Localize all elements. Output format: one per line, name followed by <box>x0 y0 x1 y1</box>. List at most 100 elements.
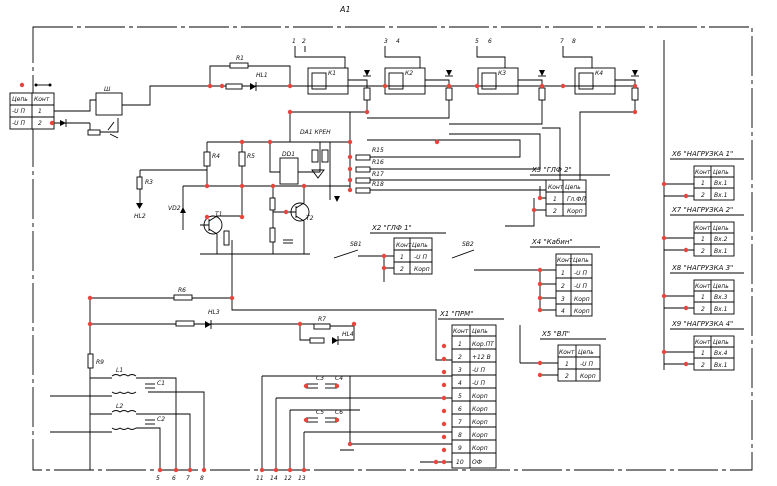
svg-text:VD2: VD2 <box>168 205 181 212</box>
svg-text:2: 2 <box>458 354 462 361</box>
x1-header-1: Цепь <box>12 96 28 103</box>
svg-text:R3: R3 <box>145 179 153 186</box>
svg-text:2: 2 <box>561 283 565 290</box>
svg-text:Конт: Конт <box>695 225 711 232</box>
svg-text:Цепь: Цепь <box>578 349 594 356</box>
svg-text:+12 В: +12 В <box>472 354 491 361</box>
transformer-label: L2 <box>116 403 123 410</box>
transformer-label: L1 <box>116 367 123 374</box>
svg-text:R6: R6 <box>178 287 186 294</box>
svg-text:ОФ: ОФ <box>472 459 482 466</box>
svg-text:8: 8 <box>572 38 576 45</box>
chip-dd1 <box>279 157 299 185</box>
svg-text:7: 7 <box>560 38 564 45</box>
svg-text:1: 1 <box>458 341 462 348</box>
svg-text:8: 8 <box>200 475 204 482</box>
svg-text:2: 2 <box>400 266 404 273</box>
svg-text:Ш: Ш <box>104 86 111 93</box>
svg-text:Вх.4: Вх.4 <box>714 350 728 357</box>
svg-text:Конт: Конт <box>695 283 711 290</box>
relay-label: К4 <box>595 70 603 77</box>
connector-x7: Х7 "НАГРУЗКА 2" Конт Цепь 1 Вх.2 2 Вх.1 <box>670 206 744 257</box>
svg-text:Корп: Корп <box>472 406 488 413</box>
svg-text:HL4: HL4 <box>342 331 354 338</box>
svg-text:-U П: -U П <box>580 361 593 368</box>
x2-title: Х2 "ГЛФ 1" <box>371 224 412 232</box>
connector-x1-prm: Конт Цепь 1 Кор.ПТ 2 +12 В 3 -U П 4 -U П… <box>451 324 497 469</box>
chip-label: DD1 <box>282 151 295 158</box>
svg-text:Цепь: Цепь <box>713 225 729 232</box>
connector-x6: Х6 "НАГРУЗКА 1" Конт Цепь 1 Вх.1 2 Вх.1 <box>670 150 744 201</box>
transistor-label: Т1 <box>215 211 222 218</box>
connector-x3: Конт Цепь 1 Гл.ФЛ 2 Корп <box>545 179 587 217</box>
svg-text:-U П: -U П <box>472 380 485 387</box>
svg-text:Вх.1: Вх.1 <box>714 180 727 187</box>
svg-text:1: 1 <box>292 38 296 45</box>
svg-text:3: 3 <box>561 296 565 303</box>
svg-text:-U П: -U П <box>414 254 427 261</box>
transformer-l2: L2 <box>111 403 137 430</box>
svg-text:Цепь: Цепь <box>412 242 428 249</box>
svg-text:8: 8 <box>458 432 462 439</box>
svg-text:R16: R16 <box>372 159 384 166</box>
svg-text:1: 1 <box>701 180 705 187</box>
svg-text:Гл.ФЛ: Гл.ФЛ <box>567 196 586 203</box>
svg-text:Корп: Корп <box>414 266 430 273</box>
svg-text:Корп: Корп <box>574 296 590 303</box>
x1-cell: -U П <box>12 108 25 115</box>
svg-text:Корп: Корп <box>580 373 596 380</box>
svg-text:6: 6 <box>458 406 462 413</box>
x1-cell: 2 <box>38 120 42 127</box>
svg-text:2: 2 <box>302 38 306 45</box>
svg-text:1: 1 <box>565 361 569 368</box>
svg-text:Вх.1: Вх.1 <box>714 306 727 313</box>
x4-title: Х4 "Кабин" <box>531 238 573 246</box>
svg-text:R17: R17 <box>372 171 384 178</box>
svg-text:Конт: Конт <box>695 339 711 346</box>
svg-text:5: 5 <box>156 475 160 482</box>
svg-text:C1: C1 <box>157 380 165 387</box>
board-frame <box>32 26 753 471</box>
svg-text:Корп: Корп <box>567 208 583 215</box>
bottom-pins: 5 6 7 8 11 14 12 13 <box>156 475 306 482</box>
svg-text:R18: R18 <box>372 181 384 188</box>
svg-text:1: 1 <box>400 254 404 261</box>
relay-label: К2 <box>405 70 413 77</box>
svg-text:C6: C6 <box>335 409 343 416</box>
svg-text:R1: R1 <box>236 55 244 62</box>
connector-x9: Х9 "НАГРУЗКА 4" Конт Цепь 1 Вх.4 2 Вх.1 <box>670 320 744 371</box>
svg-text:6: 6 <box>172 475 176 482</box>
svg-text:Цепь: Цепь <box>573 257 589 264</box>
svg-text:HL1: HL1 <box>256 72 268 79</box>
resistor-r1 <box>229 62 249 69</box>
x1p-title: Х1 "ПРМ" <box>439 310 473 318</box>
svg-text:1: 1 <box>701 236 705 243</box>
svg-text:11: 11 <box>256 475 264 482</box>
svg-text:10: 10 <box>456 459 464 466</box>
svg-text:-U П: -U П <box>574 270 587 277</box>
junction-dots <box>19 82 689 473</box>
transistor-t2: Т2 <box>286 202 314 222</box>
svg-text:5: 5 <box>475 38 479 45</box>
transistor-t1: Т1 <box>200 211 222 235</box>
svg-text:9: 9 <box>458 445 462 452</box>
x8-title: Х8 "НАГРУЗКА 3" <box>671 264 733 272</box>
svg-text:R7: R7 <box>318 316 326 323</box>
svg-text:Цепь: Цепь <box>713 169 729 176</box>
svg-text:1: 1 <box>701 350 705 357</box>
transformer-l1: L1 <box>111 367 137 394</box>
x1-cell: -U П <box>12 120 25 127</box>
svg-text:C5: C5 <box>316 409 324 416</box>
svg-text:Вх.1: Вх.1 <box>714 192 727 199</box>
svg-text:12: 12 <box>284 475 292 482</box>
svg-text:7: 7 <box>186 475 190 482</box>
svg-text:Вх.1: Вх.1 <box>714 362 727 369</box>
connector-x1: Цепь Конт -U П 1 -U П 2 <box>9 92 55 130</box>
connector-x8: Х8 "НАГРУЗКА 3" Конт Цепь 1 Вх.3 2 Вх.1 <box>670 264 744 315</box>
svg-text:2: 2 <box>701 192 705 199</box>
svg-text:Конт: Конт <box>548 184 564 191</box>
svg-text:Корп: Корп <box>472 393 488 400</box>
x1-cell: 1 <box>38 108 42 115</box>
